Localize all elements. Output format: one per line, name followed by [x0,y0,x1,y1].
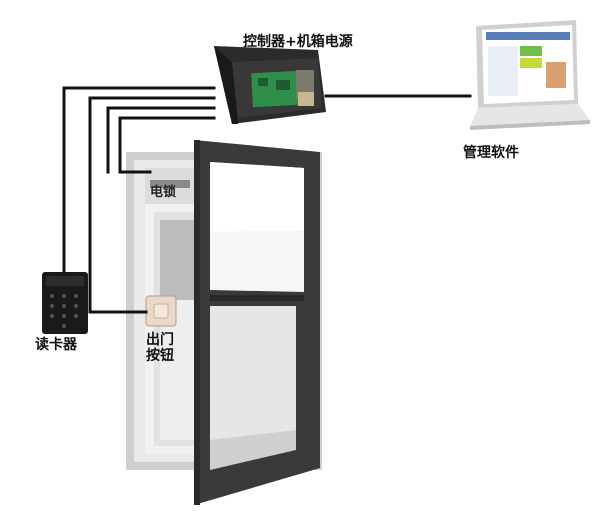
reader-label: 读卡器 [35,337,77,353]
exit-button-icon [145,295,177,327]
electric-lock [150,180,190,188]
wire-exit-button [88,96,216,314]
card-reader-icon [42,272,88,334]
controller-label: 控制器+机箱电源 [243,34,353,50]
wiring [62,86,472,314]
controller-box-icon [214,46,326,124]
laptop-icon [470,20,590,130]
exit-button-label-line2: 按钮 [146,348,174,364]
wire-lock-b [118,116,216,174]
exit-button-label-line1: 出门 [146,332,174,348]
software-label: 管理软件 [463,145,519,161]
wire-card-reader [62,86,216,274]
lock-label: 电锁 [150,185,177,200]
wire-lock-a [106,106,216,174]
door-leaf [194,140,320,505]
